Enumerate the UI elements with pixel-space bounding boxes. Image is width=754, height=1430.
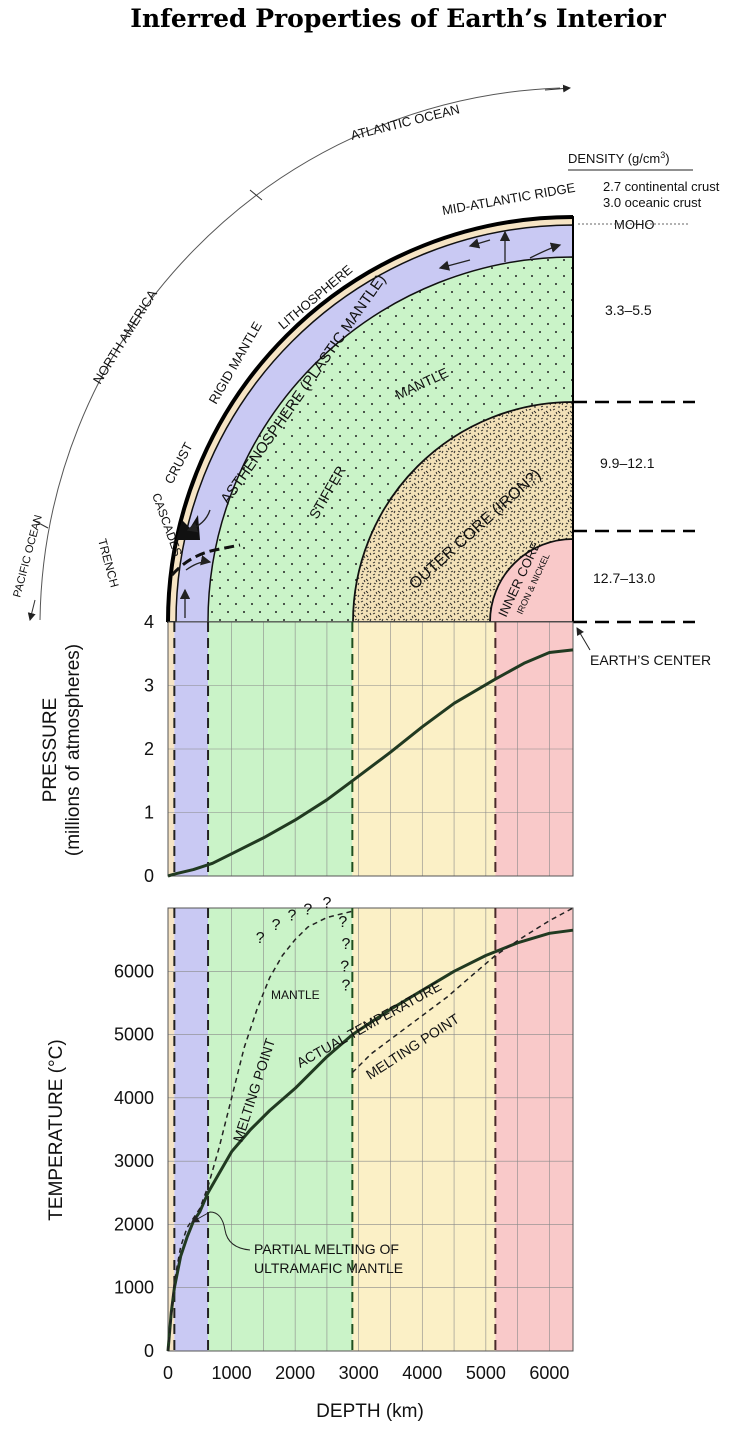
temperature-boundaries bbox=[173, 908, 497, 1351]
density-inner-core: 12.7–13.0 bbox=[593, 570, 655, 586]
inner-core-layer bbox=[489, 538, 574, 623]
partial-melting-label-2: ULTRAMAFIC MANTLE bbox=[254, 1260, 403, 1276]
x-tick-label: 4000 bbox=[402, 1363, 442, 1383]
atlantic-ocean-label: ATLANTIC OCEAN bbox=[349, 101, 461, 143]
question-mark: ? bbox=[338, 914, 347, 931]
question-mark: ? bbox=[322, 895, 331, 912]
x-tick-label: 0 bbox=[163, 1363, 173, 1383]
question-mark: ? bbox=[340, 958, 349, 975]
temperature-y-ticks: 0 1000 2000 3000 4000 5000 6000 bbox=[114, 961, 154, 1361]
melting-point-curve bbox=[351, 907, 574, 1074]
cross-section: PACIFIC OCEAN NORTH AMERICA ATLANTIC OCE… bbox=[11, 84, 720, 668]
x-tick-label: 5000 bbox=[466, 1363, 506, 1383]
partial-melting-label-1: PARTIAL MELTING OF bbox=[254, 1241, 399, 1257]
y-tick-label: 4 bbox=[144, 612, 154, 632]
x-tick-label: 1000 bbox=[212, 1363, 252, 1383]
actual-temperature-curve bbox=[166, 928, 574, 1352]
y-tick-label: 0 bbox=[144, 1341, 154, 1361]
pressure-y-sublabel: (millions of atmospheres) bbox=[63, 644, 84, 856]
y-tick-label: 0 bbox=[144, 866, 154, 886]
plot-frame bbox=[167, 907, 574, 1352]
depth-x-ticks: 0 1000 2000 3000 4000 5000 6000 bbox=[163, 1363, 569, 1383]
arc-arrow-atlantic bbox=[544, 84, 571, 93]
pacific-ocean-label: PACIFIC OCEAN bbox=[11, 514, 45, 599]
figure-title: Inferred Properties of Earth’s Interior bbox=[130, 4, 666, 33]
convection-arrow bbox=[186, 509, 211, 533]
surface-region-arc bbox=[39, 87, 561, 621]
melting-point-curve bbox=[167, 910, 353, 1352]
pressure-boundaries bbox=[173, 622, 497, 876]
moho-label: MOHO bbox=[614, 217, 654, 232]
y-tick-label: 3 bbox=[144, 676, 154, 696]
temperature-chart: 0 1000 2000 3000 4000 5000 6000 0 1000 2000 3000 4… bbox=[46, 895, 574, 1422]
asthenosphere-band bbox=[174, 908, 209, 1351]
density-heading: DENSITY (g/cm3) bbox=[568, 150, 670, 166]
temperature-bands bbox=[168, 908, 573, 1351]
earths-center-label: EARTH’S CENTER bbox=[590, 652, 711, 668]
arc-divider bbox=[32, 519, 49, 529]
density-continental: 2.7 continental crust bbox=[603, 179, 720, 194]
question-marks: ????????? bbox=[256, 895, 351, 994]
arc-divider bbox=[249, 189, 263, 201]
temperature-y-label: TEMPERATURE (°C) bbox=[46, 1039, 67, 1220]
y-tick-label: 1000 bbox=[114, 1278, 154, 1298]
plot-frame bbox=[167, 621, 574, 877]
arc-arrow-pacific bbox=[27, 599, 36, 621]
question-mark: ? bbox=[342, 936, 351, 953]
density-oceanic: 3.0 oceanic crust bbox=[603, 195, 702, 210]
temperature-series bbox=[166, 907, 574, 1352]
question-mark: ? bbox=[342, 977, 351, 994]
earth-surface bbox=[166, 215, 574, 623]
x-tick-label: 3000 bbox=[339, 1363, 379, 1383]
question-mark: ? bbox=[272, 917, 281, 934]
mid-atlantic-ridge-label: MID-ATLANTIC RIDGE bbox=[441, 180, 577, 218]
question-mark: ? bbox=[303, 901, 312, 918]
y-tick-label: 4000 bbox=[114, 1088, 154, 1108]
density-outer-core: 9.9–12.1 bbox=[600, 455, 655, 471]
x-tick-label: 6000 bbox=[529, 1363, 569, 1383]
trench-label: TRENCH bbox=[95, 537, 121, 589]
earths-center-arrow bbox=[576, 627, 591, 651]
pressure-series bbox=[167, 648, 574, 878]
convection-arrow bbox=[529, 242, 562, 259]
pressure-y-ticks: 0 1 2 3 4 bbox=[144, 612, 154, 886]
y-tick-label: 6000 bbox=[114, 961, 154, 981]
mantle-band bbox=[208, 908, 353, 1351]
question-mark: ? bbox=[288, 908, 297, 925]
subducting-slab bbox=[170, 543, 241, 577]
pressure-y-label: PRESSURE bbox=[40, 698, 61, 803]
outer-core-band bbox=[352, 908, 496, 1351]
partial-melting-leader bbox=[191, 1211, 251, 1251]
y-tick-label: 2000 bbox=[114, 1214, 154, 1234]
pressure-grid bbox=[167, 621, 574, 877]
y-tick-label: 1 bbox=[144, 803, 154, 823]
mantle-annotation: MANTLE bbox=[271, 988, 320, 1002]
crust-label: CRUST bbox=[161, 440, 195, 487]
inner-core-band bbox=[495, 908, 573, 1351]
pressure-chart: 0 1 2 3 4 PRESSURE (millions of atmospheres) bbox=[40, 612, 574, 886]
y-tick-label: 2 bbox=[144, 739, 154, 759]
convection-arrow bbox=[468, 238, 491, 249]
depth-x-label: DEPTH (km) bbox=[316, 1401, 424, 1422]
convection-arrow bbox=[185, 555, 212, 571]
temperature-grid bbox=[167, 907, 574, 1352]
question-mark: ? bbox=[256, 930, 265, 947]
crust-band bbox=[168, 908, 175, 1351]
density-mantle: 3.3–5.5 bbox=[605, 302, 652, 318]
pressure-curve bbox=[167, 648, 574, 878]
y-tick-label: 3000 bbox=[114, 1151, 154, 1171]
y-tick-label: 5000 bbox=[114, 1025, 154, 1045]
north-america-label: NORTH AMERICA bbox=[90, 287, 160, 387]
convection-arrow bbox=[438, 259, 471, 271]
x-tick-label: 2000 bbox=[275, 1363, 315, 1383]
